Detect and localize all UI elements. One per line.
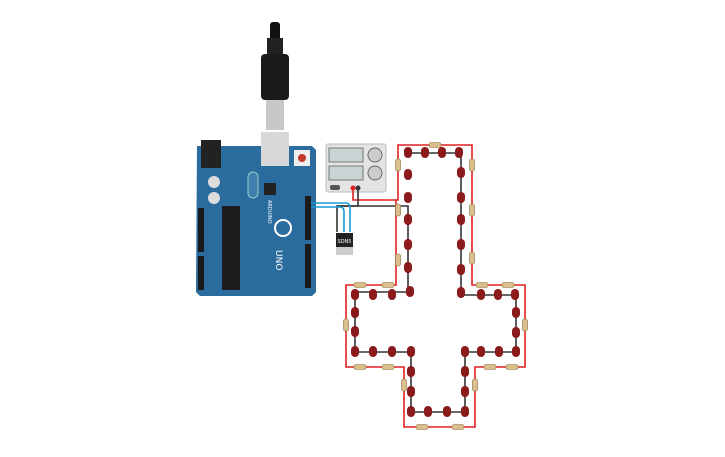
resistor[interactable] (353, 282, 367, 288)
current-knob[interactable] (367, 165, 383, 181)
led[interactable] (457, 287, 465, 298)
led[interactable] (512, 327, 520, 338)
led[interactable] (461, 406, 469, 417)
led[interactable] (351, 307, 359, 318)
led[interactable] (457, 214, 465, 225)
voltage-knob[interactable] (367, 147, 383, 163)
resistor[interactable] (353, 364, 367, 370)
led-ground-wire[interactable] (337, 152, 517, 413)
led[interactable] (457, 264, 465, 275)
usb-cable-strain-relief (267, 38, 283, 56)
led[interactable] (407, 406, 415, 417)
led[interactable] (404, 214, 412, 225)
led[interactable] (351, 326, 359, 337)
led[interactable] (461, 346, 469, 357)
led[interactable] (457, 239, 465, 250)
led[interactable] (407, 386, 415, 397)
resistor[interactable] (472, 378, 478, 392)
resistor[interactable] (428, 142, 442, 148)
resistor[interactable] (395, 158, 401, 172)
resistor[interactable] (395, 203, 401, 217)
power-switch[interactable] (330, 185, 340, 190)
resistor[interactable] (381, 282, 395, 288)
voltage-display (328, 147, 364, 163)
led[interactable] (424, 406, 432, 417)
resistor[interactable] (381, 364, 395, 370)
resistor[interactable] (522, 318, 528, 332)
arduino-logo (274, 219, 292, 237)
led[interactable] (457, 167, 465, 178)
led[interactable] (512, 307, 520, 318)
resistor[interactable] (501, 282, 515, 288)
led[interactable] (461, 366, 469, 377)
led[interactable] (369, 346, 377, 357)
resistor[interactable] (469, 158, 475, 172)
resistor[interactable] (505, 364, 519, 370)
led[interactable] (477, 346, 485, 357)
led[interactable] (457, 192, 465, 203)
led[interactable] (511, 289, 519, 300)
led[interactable] (351, 289, 359, 300)
led[interactable] (438, 147, 446, 158)
digital-header-low[interactable] (305, 244, 311, 288)
led[interactable] (404, 147, 412, 158)
resistor[interactable] (415, 424, 429, 430)
resistor[interactable] (469, 203, 475, 217)
leds (351, 147, 520, 417)
digital-header-high[interactable] (305, 196, 311, 240)
led[interactable] (404, 169, 412, 180)
power-jack (201, 140, 221, 168)
atmega-chip (222, 206, 240, 290)
transistor[interactable]: SDN5 (336, 233, 353, 255)
usb-chip (264, 183, 276, 195)
capacitor (208, 176, 220, 188)
led[interactable] (494, 289, 502, 300)
ground-wire[interactable] (336, 188, 359, 232)
crystal (247, 171, 259, 199)
arduino-brand-label: ARDUINO (266, 200, 272, 224)
led[interactable] (443, 406, 451, 417)
led[interactable] (455, 147, 463, 158)
power-header[interactable] (198, 208, 204, 252)
led[interactable] (477, 289, 485, 300)
power-supply[interactable] (325, 143, 387, 193)
current-display (328, 165, 364, 181)
resistor[interactable] (451, 424, 465, 430)
led[interactable] (495, 346, 503, 357)
usb-port (261, 132, 289, 166)
led[interactable] (421, 147, 429, 158)
led[interactable] (404, 239, 412, 250)
resistor[interactable] (469, 251, 475, 265)
led[interactable] (407, 346, 415, 357)
led[interactable] (512, 346, 520, 357)
usb-plug-metal (266, 100, 284, 130)
usb-plug-body (261, 54, 289, 100)
signal-wire-pin13[interactable] (311, 206, 345, 232)
reset-button-cap[interactable] (298, 154, 306, 162)
resistor[interactable] (343, 318, 349, 332)
analog-header[interactable] (198, 256, 204, 290)
usb-cable[interactable] (261, 22, 289, 130)
usb-cable-wire (270, 22, 280, 42)
led[interactable] (404, 192, 412, 203)
resistor[interactable] (395, 253, 401, 267)
led[interactable] (388, 346, 396, 357)
resistor[interactable] (483, 364, 497, 370)
led[interactable] (407, 366, 415, 377)
resistors (343, 142, 528, 430)
led[interactable] (404, 262, 412, 273)
led[interactable] (388, 289, 396, 300)
signal-wire-gnd[interactable] (311, 202, 351, 232)
capacitor (208, 192, 220, 204)
led[interactable] (406, 286, 414, 297)
arduino-model-label: UNO (273, 250, 283, 270)
transistor-label: SDN5 (338, 239, 352, 245)
led[interactable] (369, 289, 377, 300)
resistor[interactable] (401, 378, 407, 392)
led[interactable] (351, 346, 359, 357)
resistor[interactable] (475, 282, 489, 288)
arduino-uno-board[interactable]: UNO ARDUINO (196, 132, 316, 296)
led[interactable] (461, 386, 469, 397)
